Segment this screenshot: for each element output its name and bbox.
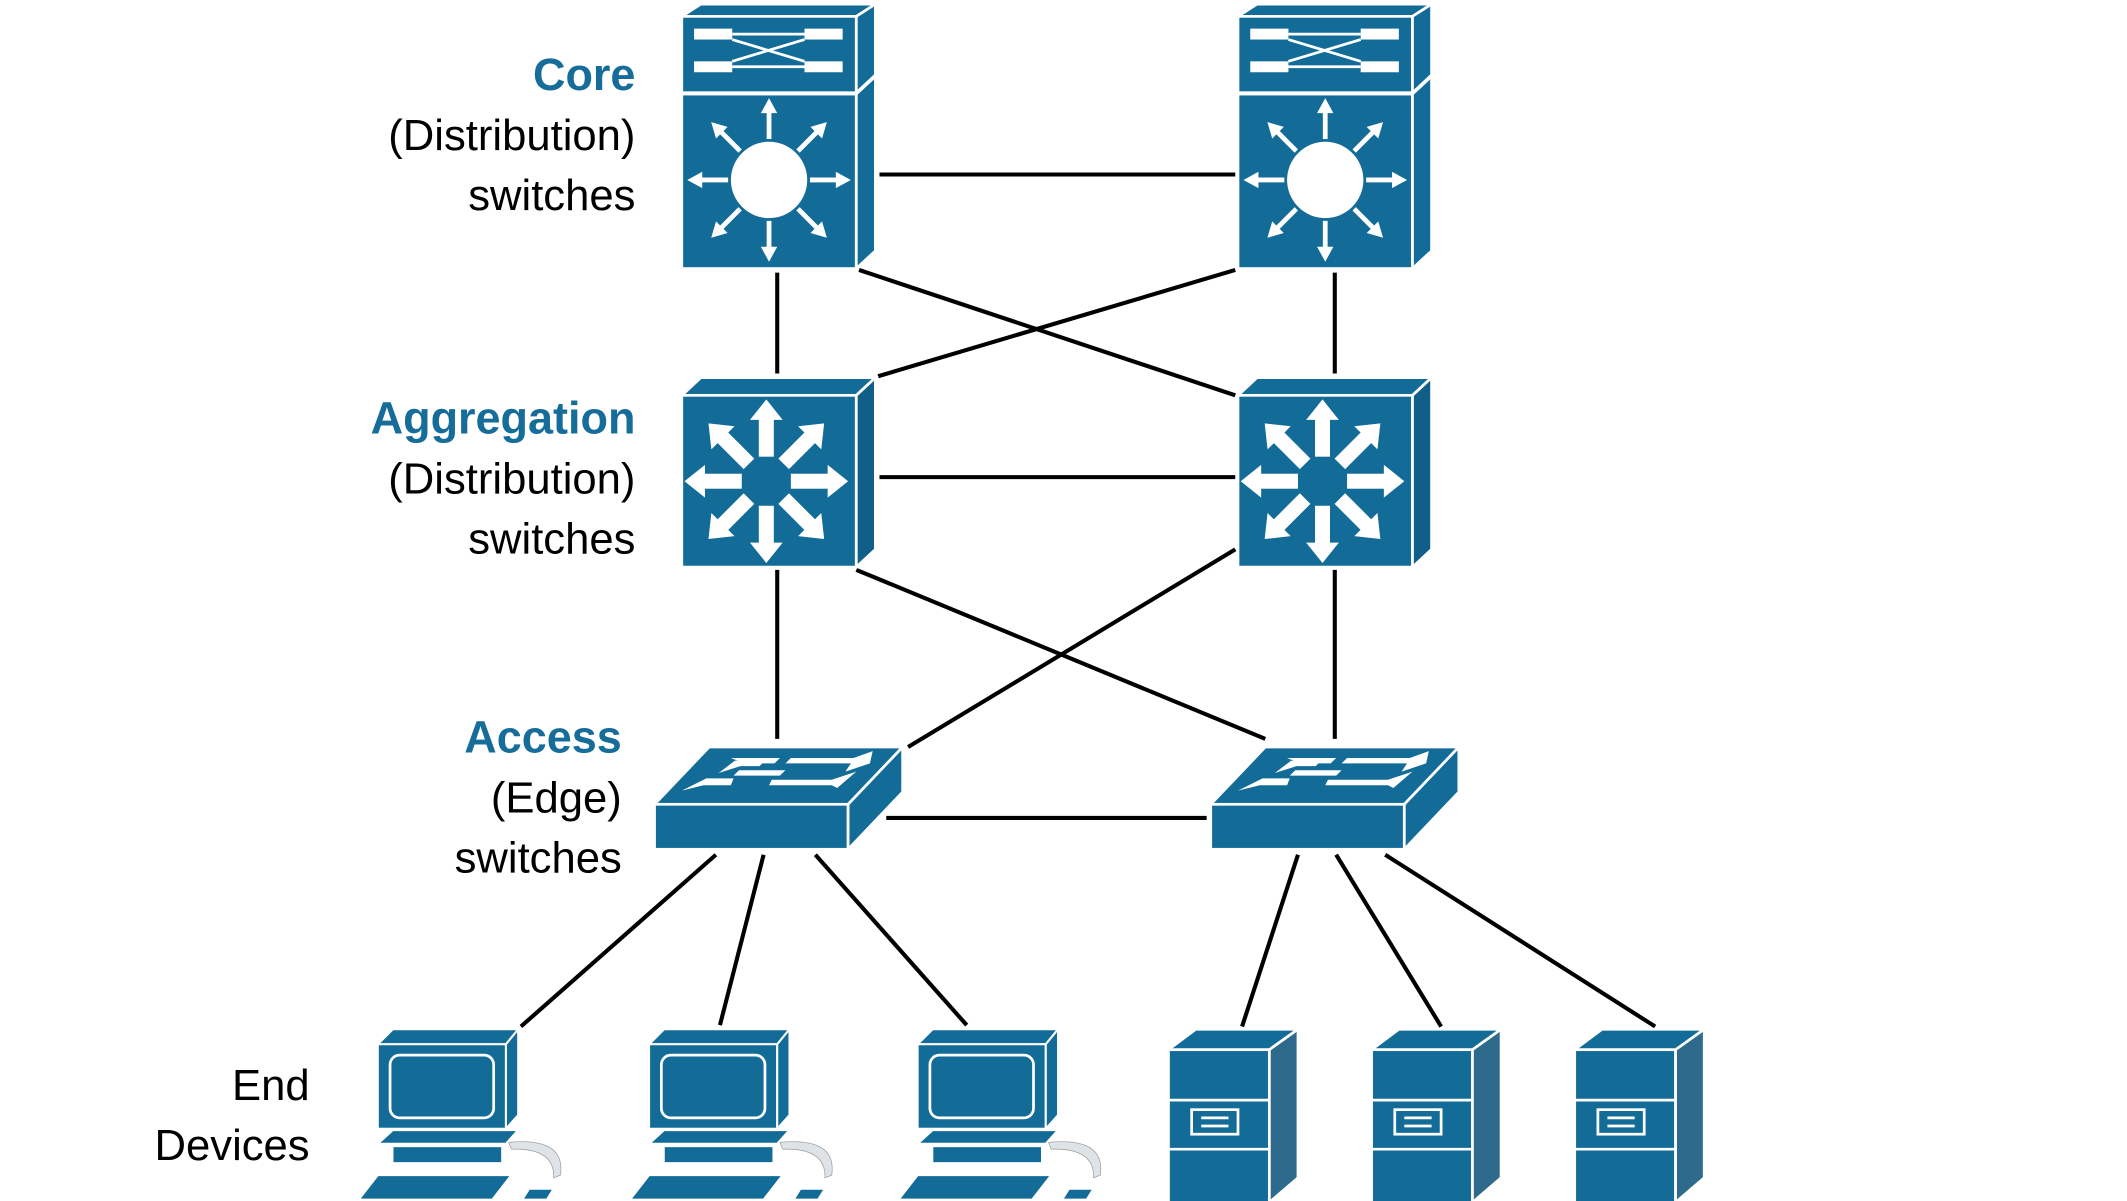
link-acc-pc3 [813, 853, 969, 1027]
layer3-switch-icon [1238, 378, 1432, 567]
tier-subtitle: (Edge) [491, 774, 622, 822]
tier-subtitle: End [232, 1062, 310, 1110]
pc-icon [897, 1027, 1103, 1201]
link-acc-server3 [1384, 853, 1657, 1029]
link-acc-pc1 [519, 853, 718, 1029]
workgroup-switch-icon [653, 745, 905, 851]
server-icon [1573, 1027, 1706, 1201]
pc-icon [628, 1027, 834, 1201]
server-icon [1167, 1027, 1300, 1201]
end-devices-label: End Devices [155, 1062, 310, 1170]
multilayer-core-switch-icon [682, 4, 876, 268]
link-acc-server1 [1240, 854, 1300, 1028]
aggregation-tier-label: Aggregation (Distribution) switches [371, 393, 636, 564]
tier-subtitle: switches [468, 515, 635, 563]
link-coreR-aggL [877, 267, 1236, 379]
links [519, 172, 1657, 1029]
core-tier-label: Core (Distribution) switches [388, 49, 635, 220]
link-coreL-aggR [858, 267, 1236, 398]
layer3-switch-icon [682, 378, 876, 567]
workgroup-switch-icon [1209, 745, 1461, 851]
multilayer-core-switch-icon [1238, 4, 1432, 268]
tier-subtitle: (Distribution) [388, 455, 635, 503]
link-acc-pc2 [717, 854, 766, 1026]
link-acc-server2 [1334, 853, 1443, 1028]
pc-icon [357, 1027, 563, 1201]
tier-title: Aggregation [371, 393, 636, 444]
link-aggR-accL [907, 547, 1237, 749]
tier-subtitle: switches [468, 172, 635, 220]
access-tier-label: Access (Edge) switches [455, 711, 622, 882]
tier-title: Core [533, 49, 635, 100]
tier-title: Access [464, 711, 622, 762]
server-icon [1370, 1027, 1503, 1201]
tier-subtitle: (Distribution) [388, 112, 635, 160]
tier-subtitle: switches [455, 834, 622, 882]
tier-subtitle: Devices [155, 1122, 310, 1170]
